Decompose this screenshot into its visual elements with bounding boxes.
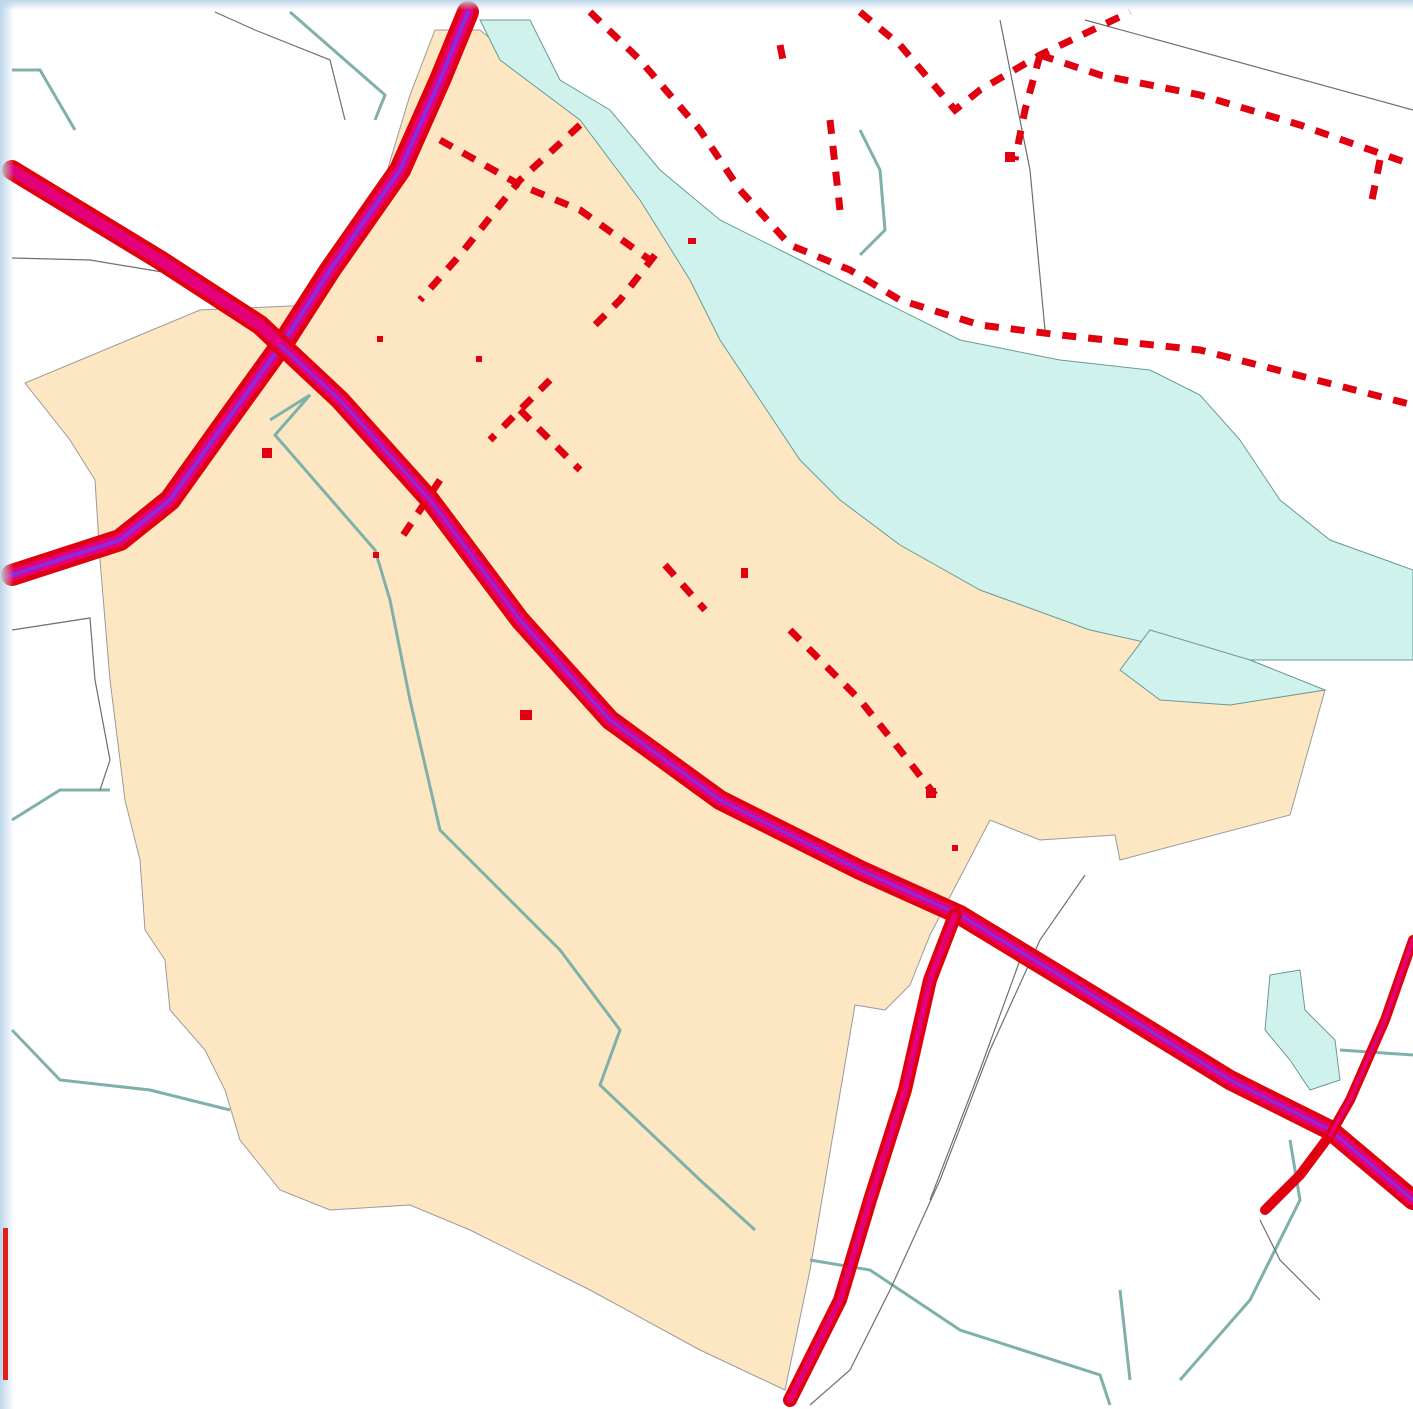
boundary-lines <box>11 11 1413 1406</box>
heat-dashed-lines <box>397 8 1413 798</box>
heat-points <box>262 152 1015 851</box>
scale-marker <box>3 1228 8 1380</box>
river-polygon <box>479 19 1413 661</box>
river-arm-polygon <box>1119 629 1327 706</box>
map-top-edge <box>0 0 1413 10</box>
map-left-edge <box>0 0 14 1409</box>
pond-polygon <box>1264 969 1341 1091</box>
